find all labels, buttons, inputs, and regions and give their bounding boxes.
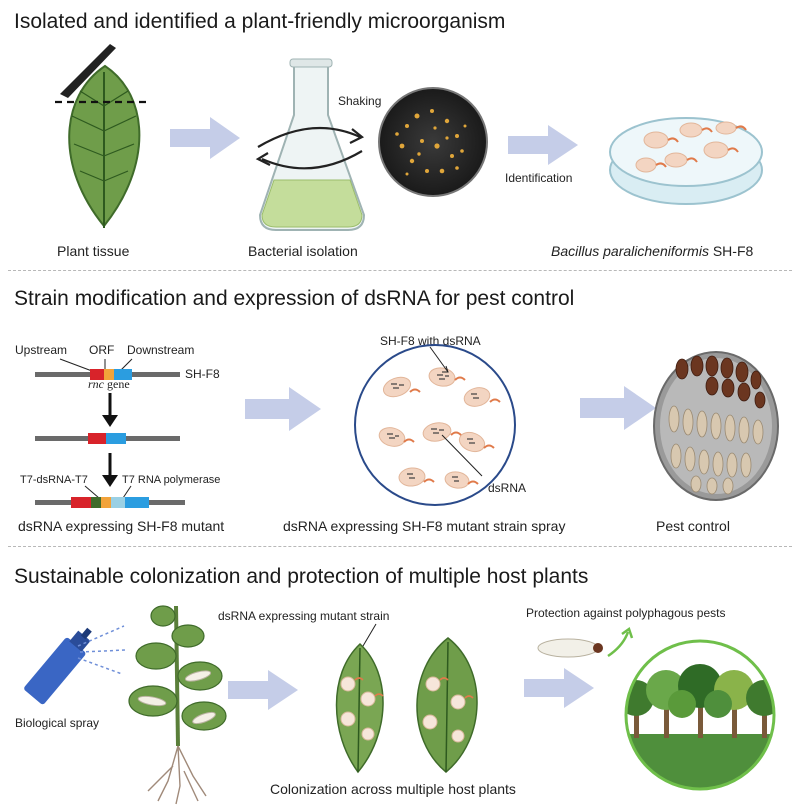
arrow-right-icon: [245, 387, 321, 431]
label-strain-name: Bacillus paralicheniformis SH-F8: [551, 243, 753, 259]
caption-mutant: dsRNA expressing SH-F8 mutant: [18, 518, 225, 534]
modified-construct-bar: [35, 485, 185, 508]
label-shf8: SH-F8: [185, 367, 220, 381]
forest-circle-illustration: [624, 639, 776, 791]
plant-leaf-illustration: [55, 44, 150, 228]
ground: [626, 734, 774, 789]
gene-construct-diagram: [35, 358, 180, 487]
scalpel-icon: [60, 44, 116, 98]
downstream-segment: [114, 369, 132, 380]
panel3-title: Sustainable colonization and protection …: [14, 565, 589, 588]
label-plant-tissue: Plant tissue: [57, 243, 130, 259]
label-dsrna: dsRNA: [488, 481, 527, 495]
pest-control-dish-illustration: [653, 351, 779, 501]
label-rnc-gene: rnc gene: [88, 377, 130, 392]
strain-species: Bacillus paralicheniformis: [551, 243, 709, 259]
label-mutant-strain: dsRNA expressing mutant strain: [218, 609, 390, 623]
orf-segment: [104, 369, 114, 380]
bacteria-circle-illustration: [354, 344, 516, 506]
label-biological-spray: Biological spray: [15, 716, 100, 730]
flask-illustration: [255, 58, 366, 231]
section-divider: [8, 270, 792, 271]
arrow-right-icon: [524, 668, 594, 708]
upstream-segment: [90, 369, 104, 380]
label-t7-dsrna: T7-dsRNA-T7: [20, 474, 88, 486]
flask-liquid: [261, 179, 363, 228]
label-t7-polymerase: T7 RNA polymerase: [122, 474, 221, 486]
arrow-right-icon: [170, 117, 240, 159]
host-plant-illustration: [128, 605, 227, 805]
label-bacterial-isolation: Bacterial isolation: [248, 243, 358, 259]
rnc-italic: rnc: [88, 377, 104, 391]
arrow-right-icon: [580, 386, 656, 430]
colonized-leaves-illustration: [335, 623, 478, 774]
panel2-title: Strain modification and expression of ds…: [14, 287, 575, 310]
label-identification: Identification: [505, 171, 573, 185]
colony-plate-illustration: [378, 87, 488, 197]
caption-spray: dsRNA expressing SH-F8 mutant strain spr…: [283, 518, 566, 534]
strain-code: SH-F8: [712, 243, 754, 259]
label-upstream: Upstream: [15, 343, 68, 357]
curved-arrow-icon: [607, 631, 630, 658]
label-orf: ORF: [89, 343, 115, 357]
spray-bottle-icon: [24, 625, 127, 705]
caption-pest-control: Pest control: [656, 518, 730, 534]
arrow-right-icon: [508, 125, 578, 165]
label-downstream: Downstream: [127, 343, 195, 357]
shaking-arrow-icon: [257, 127, 361, 148]
section-divider: [8, 546, 792, 547]
label-shf8-dsrna: SH-F8 with dsRNA: [380, 334, 481, 348]
arrow-right-icon: [228, 670, 298, 710]
bacteria-dish-illustration: [609, 117, 763, 205]
caption-colonization: Colonization across multiple host plants: [270, 781, 516, 797]
label-shaking: Shaking: [338, 94, 382, 108]
panel1-title: Isolated and identified a plant-friendly…: [14, 10, 506, 33]
larva-illustration: [537, 626, 634, 658]
label-protection: Protection against polyphagous pests: [526, 606, 726, 620]
gene-word: gene: [107, 377, 130, 391]
